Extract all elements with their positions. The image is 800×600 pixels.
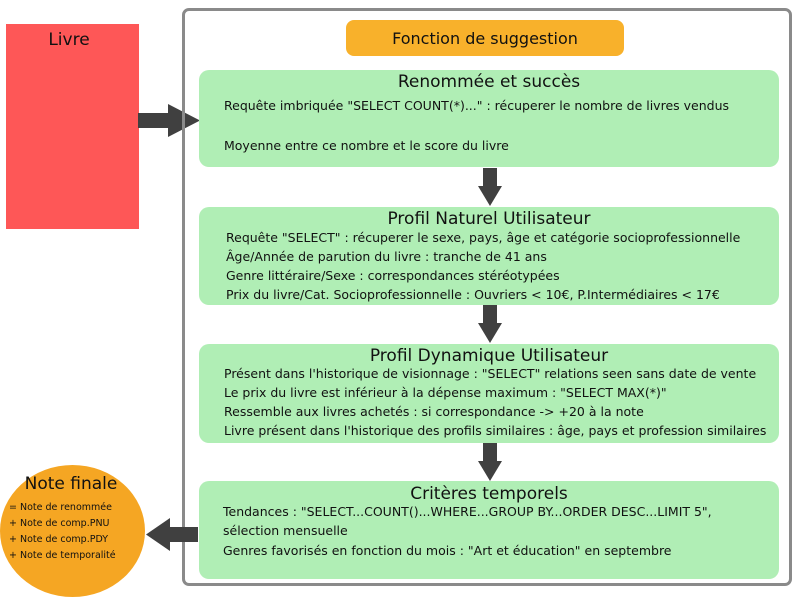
arrow-to-final: [146, 518, 198, 551]
note-finale-line: + Note de comp.PDY: [9, 534, 109, 545]
livre-label: Livre: [48, 30, 90, 50]
stage-line: Requête imbriquée "SELECT COUNT(*)..." :…: [224, 98, 729, 113]
stage-line: Genres favorisés en fonction du mois : "…: [223, 543, 672, 558]
stage-title: Critères temporels: [410, 484, 568, 504]
function-title: Fonction de suggestion: [346, 20, 624, 56]
stage-renommee: Renommée et succès Requête imbriquée "SE…: [199, 70, 779, 167]
arrow-down: [478, 168, 502, 206]
stage-line: Présent dans l'historique de visionnage …: [224, 366, 757, 381]
stage-title: Profil Dynamique Utilisateur: [369, 346, 609, 366]
note-finale-line: + Note de comp.PNU: [9, 518, 110, 529]
stage-line: Requête "SELECT" : récuperer le sexe, pa…: [226, 230, 741, 245]
note-finale-line: = Note de renommée: [9, 502, 112, 513]
stage-line: Prix du livre/Cat. Socioprofessionnelle …: [226, 287, 720, 302]
stage-line: Livre présent dans l'historique des prof…: [224, 423, 767, 438]
note-finale-line: + Note de temporalité: [9, 550, 116, 561]
stage-profil-dynamique: Profil Dynamique Utilisateur Présent dan…: [199, 344, 779, 443]
arrow-down: [478, 305, 502, 343]
arrow-down: [478, 443, 502, 481]
stage-line: Moyenne entre ce nombre et le score du l…: [224, 138, 509, 153]
stage-line: Tendances : "SELECT...COUNT()...WHERE...…: [223, 504, 712, 519]
stage-line: Le prix du livre est inférieur à la dépe…: [224, 385, 667, 400]
stage-line: sélection mensuelle: [223, 523, 348, 538]
stage-line: Ressemble aux livres achetés : si corres…: [224, 404, 644, 419]
stage-line: Âge/Année de parution du livre : tranche…: [226, 249, 547, 264]
function-container: [182, 8, 792, 586]
stage-criteres-temporels: Critères temporels Tendances : "SELECT..…: [199, 481, 779, 579]
stage-profil-naturel: Profil Naturel Utilisateur Requête "SELE…: [199, 207, 779, 305]
note-finale-circle: [0, 465, 145, 597]
note-finale-title: Note finale: [24, 474, 118, 494]
stage-title: Profil Naturel Utilisateur: [387, 209, 591, 229]
stage-line: Genre littéraire/Sexe : correspondances …: [226, 268, 560, 283]
stage-title: Renommée et succès: [397, 72, 581, 92]
livre-box: [6, 24, 139, 229]
